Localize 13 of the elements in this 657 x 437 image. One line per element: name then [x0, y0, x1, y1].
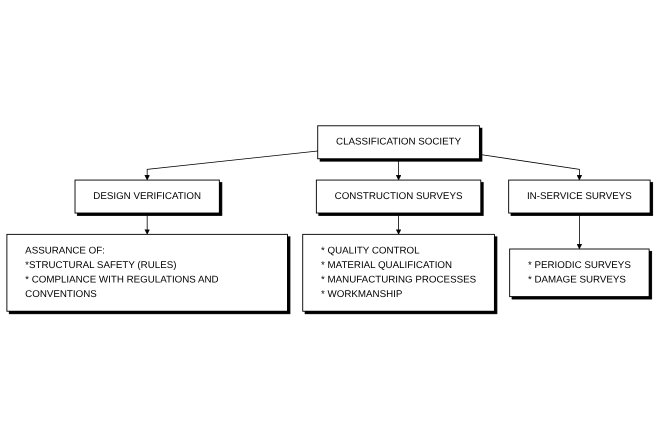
node-box: * QUALITY CONTROL * MATERIAL QUALIFICATION * MANUFACTURING PROCESSES * WORKMANSHIP: [302, 234, 495, 312]
arrow: [144, 212, 150, 235]
arrow: [144, 150, 318, 180]
node-box: ASSURANCE OF: *STRUCTURAL SAFETY (RULES) * COMPLIANCE WITH REGULATIONS AND CONVENTIONS: [6, 234, 288, 312]
node-box: DESIGN VERIFICATION: [74, 180, 220, 214]
arrow: [396, 212, 402, 235]
arrow: [576, 212, 582, 250]
node-box: CONSTRUCTION SURVEYS: [316, 180, 482, 214]
node-box: CLASSIFICATION SOCIETY: [317, 125, 480, 160]
node-box: * PERIODIC SURVEYS * DAMAGE SURVEYS: [509, 248, 650, 298]
node-box: IN-SERVICE SURVEYS: [508, 180, 651, 214]
arrow: [479, 154, 582, 180]
arrow: [396, 158, 402, 180]
